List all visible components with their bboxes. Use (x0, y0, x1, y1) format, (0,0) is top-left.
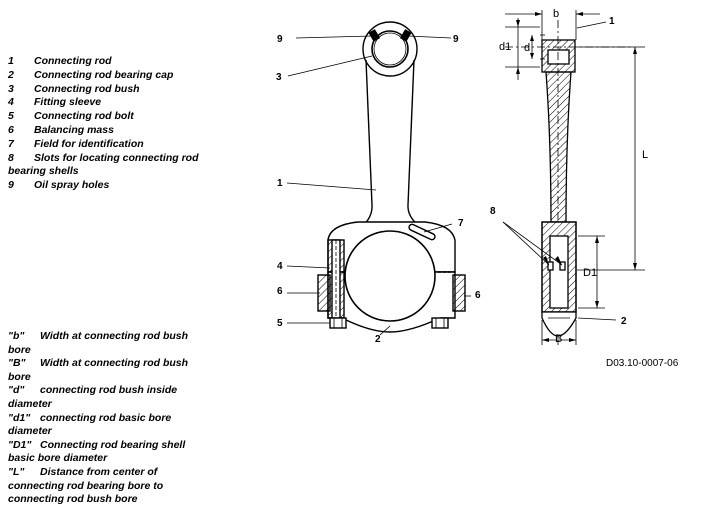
callout-1-side: 1 (609, 16, 615, 27)
definition-L: "L"Distance from center of connecting ro… (8, 465, 164, 506)
callout-9-right: 9 (453, 34, 459, 45)
callout-9-left: 9 (277, 34, 283, 45)
front-view (286, 21, 471, 336)
shank-section (545, 71, 572, 223)
connecting-rod-bolt-left (329, 317, 347, 329)
callout-5: 5 (277, 318, 283, 329)
callout-6-left: 6 (277, 286, 283, 297)
dim-label-L: L (642, 149, 648, 161)
dim-label-d1: d1 (499, 41, 511, 53)
dim-label-D1: D1 (583, 267, 597, 279)
definition-d: "d"connecting rod bush inside diameter (8, 384, 178, 410)
drawing-code: D03.10-0007-06 (606, 358, 679, 369)
oil-spray-hole-left (368, 29, 381, 42)
definition-B: "B"Width at connecting rod bush bore (8, 357, 189, 383)
dim-label-B: B (555, 333, 562, 345)
callout-4: 4 (277, 261, 283, 272)
oil-spray-hole-right (399, 29, 412, 42)
callout-1: 1 (277, 178, 283, 189)
callout-2-side: 2 (621, 316, 627, 327)
dimension-definitions: "b"Width at connecting rod bush bore "B"… (8, 330, 213, 507)
callout-7: 7 (458, 218, 464, 229)
callout-6-right: 6 (475, 290, 481, 301)
identification-field (408, 223, 436, 241)
definition-d1: "d1"connecting rod basic bore diameter (8, 411, 172, 438)
callout-3: 3 (276, 72, 282, 83)
side-view (502, 10, 645, 345)
callout-2: 2 (375, 334, 381, 345)
dim-label-d: d (524, 42, 530, 54)
connecting-rod-bush (371, 30, 409, 68)
callout-8: 8 (490, 206, 496, 217)
locating-slot-1 (547, 261, 554, 271)
definition-D1: "D1"Connecting rod bearing shell basic b… (8, 438, 186, 465)
rod-shank (354, 59, 429, 233)
connecting-rod-bolt-right (431, 317, 449, 329)
balancing-mass-right (452, 274, 466, 312)
dim-label-b: b (553, 8, 559, 20)
locating-slot-2 (559, 261, 566, 271)
big-end-bore (344, 230, 436, 322)
definition-b: "b"Width at connecting rod bush bore (8, 330, 189, 356)
